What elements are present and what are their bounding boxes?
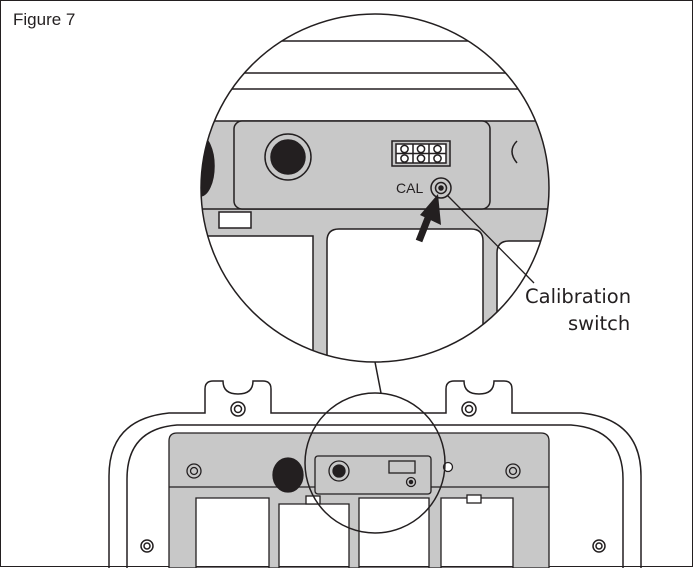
device-bottom [108, 380, 642, 568]
cal-label: CAL [396, 180, 423, 196]
callout-calibration: Calibration [525, 285, 631, 308]
figure-label: Figure 7 [13, 10, 76, 29]
zoom-connector-line [374, 361, 382, 394]
housing-outline [108, 380, 642, 568]
callout-switch: switch [568, 312, 630, 335]
tab-screw-left [230, 401, 246, 417]
side-screw-right [592, 539, 606, 553]
tab-screw-right [461, 401, 477, 417]
magnifier-small-circle [304, 392, 446, 534]
magnifier-large-circle [200, 13, 550, 363]
housing-inner-outline [126, 424, 624, 568]
gray-mounting-frame [168, 432, 550, 568]
dip-switch [391, 140, 451, 167]
callout-leader-line [446, 194, 535, 284]
zoomed-detail [201, 40, 549, 362]
calibration-switch [430, 177, 452, 199]
pointer-arrow [415, 194, 441, 243]
side-screw-left [140, 539, 154, 553]
